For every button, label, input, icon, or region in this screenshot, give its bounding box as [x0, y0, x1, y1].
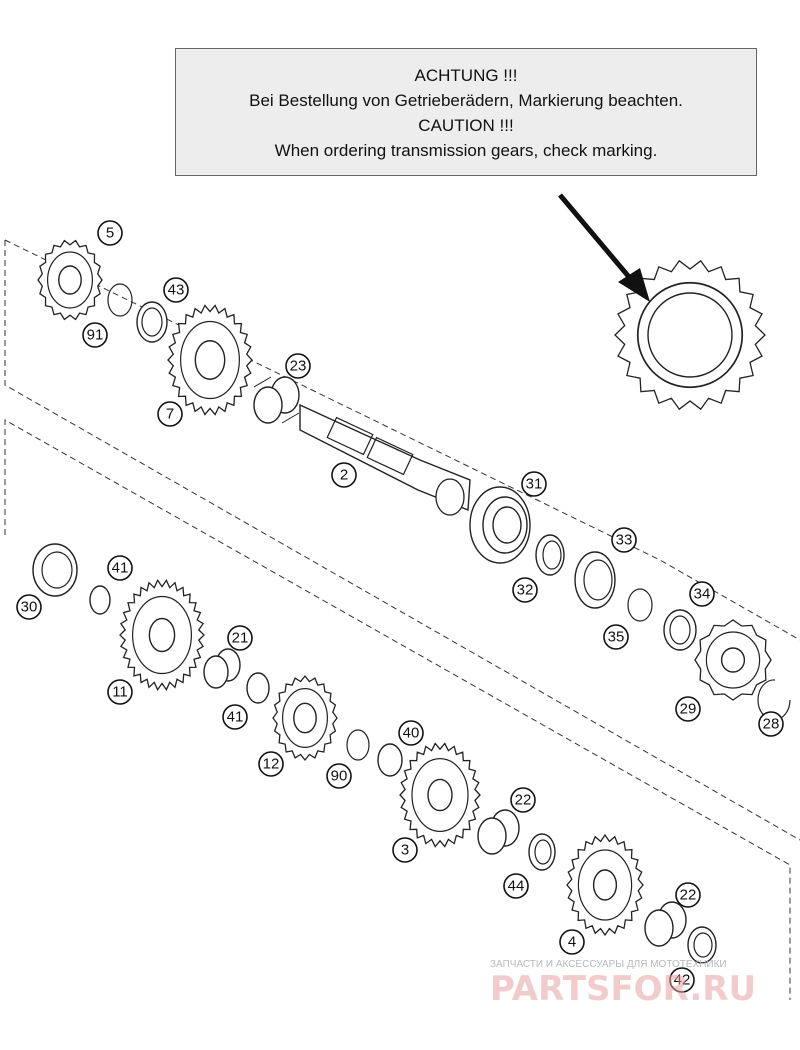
callout-41a: 41 [107, 555, 133, 581]
callout-label: 33 [616, 532, 633, 549]
callout-label: 43 [168, 282, 185, 299]
part-4-gear [566, 833, 644, 937]
callout-23: 23 [285, 353, 311, 379]
caution-text-de: Bei Bestellung von Getrieberädern, Marki… [249, 91, 683, 110]
callout-41b: 41 [222, 704, 248, 730]
caution-title-de: ACHTUNG !!! [414, 66, 518, 85]
callout-label: 23 [290, 358, 307, 375]
callout-label: 2 [340, 467, 348, 484]
callout-3: 3 [392, 837, 418, 863]
caution-title-en: CAUTION !!! [418, 116, 514, 135]
part-40-washer [377, 743, 403, 777]
callout-label: 4 [568, 934, 576, 951]
part-91-circlip [107, 283, 133, 317]
callout-22a: 22 [510, 787, 536, 813]
callout-7: 7 [157, 401, 183, 427]
callout-35: 35 [603, 624, 629, 650]
part-11-gear [119, 578, 205, 692]
callout-44: 44 [503, 873, 529, 899]
part-21-bushing [203, 648, 241, 689]
watermark-tagline: ЗАПЧАСТИ И АКСЕССУАРЫ ДЛЯ МОТОТЕХНИКИ [490, 959, 727, 970]
watermark-logo: PARTSFOR.RU [490, 969, 756, 1009]
callout-29: 29 [675, 696, 701, 722]
upper-shaft-boundary-left [4, 240, 800, 841]
callout-2: 2 [331, 462, 357, 488]
callout-label: 40 [403, 725, 420, 742]
part-7-gear [167, 304, 253, 416]
callout-90: 90 [326, 763, 352, 789]
part-41-washer-b [246, 672, 270, 704]
callout-label: 32 [517, 582, 534, 599]
callout-4: 4 [559, 929, 585, 955]
callout-33: 33 [611, 527, 637, 553]
callout-label: 22 [680, 887, 697, 904]
part-33-seal [574, 551, 616, 609]
callout-label: 90 [331, 768, 348, 785]
part-34-spacer [663, 609, 697, 651]
part-12-gear [272, 674, 338, 762]
callout-label: 41 [112, 560, 129, 577]
callout-label: 41 [227, 709, 244, 726]
part-3-gear [399, 742, 481, 848]
arrow-head-icon [618, 268, 650, 302]
callout-label: 34 [694, 586, 711, 603]
caution-note-box: ACHTUNG !!! Bei Bestellung von Getrieber… [175, 48, 757, 176]
part-22-bushing-b [644, 901, 687, 947]
part-22-bushing-a [477, 809, 520, 855]
callout-label: 3 [401, 842, 409, 859]
callout-5: 5 [97, 220, 123, 246]
callout-label: 29 [680, 701, 697, 718]
callout-label: 21 [232, 630, 249, 647]
callout-label: 7 [166, 406, 174, 423]
callout-label: 91 [87, 327, 104, 344]
callout-12: 12 [258, 751, 284, 777]
part-2-main-shaft [299, 403, 471, 516]
callout-label: 42 [674, 972, 691, 989]
part-23-bushing [253, 376, 300, 424]
callout-label: 22 [515, 792, 532, 809]
callout-31: 31 [521, 471, 547, 497]
callout-label: 5 [106, 225, 114, 242]
part-29-sprocket [694, 619, 772, 701]
marking-arrow [558, 193, 642, 292]
callout-21: 21 [227, 625, 253, 651]
part-41-washer-a [89, 585, 111, 615]
part-30-bearing [32, 543, 78, 597]
callout-label: 31 [526, 476, 543, 493]
callout-34: 34 [689, 581, 715, 607]
marking-detail-gear [558, 193, 766, 411]
callout-22b: 22 [675, 882, 701, 908]
callout-label: 35 [608, 629, 625, 646]
callout-label: 30 [21, 599, 38, 616]
part-28-circlip [757, 679, 791, 721]
lower-shaft-boundary [4, 419, 791, 1000]
callout-40: 40 [398, 720, 424, 746]
callout-label: 11 [112, 684, 128, 701]
part-5-gear [37, 239, 103, 321]
part-35-o-ring [627, 588, 653, 622]
part-90-circlip [346, 729, 370, 761]
callout-42: 42 [669, 967, 695, 993]
callout-28: 28 [758, 711, 784, 737]
callout-30: 30 [16, 594, 42, 620]
callout-32: 32 [512, 577, 538, 603]
callout-label: 12 [263, 756, 280, 773]
part-32-washer [535, 534, 565, 576]
caution-text-en: When ordering transmission gears, check … [274, 141, 658, 160]
part-31-bearing [469, 486, 531, 564]
callout-label: 44 [508, 878, 525, 895]
callout-43: 43 [163, 277, 189, 303]
callout-91: 91 [82, 322, 108, 348]
callout-11: 11 [107, 679, 133, 705]
callout-label: 28 [763, 716, 780, 733]
